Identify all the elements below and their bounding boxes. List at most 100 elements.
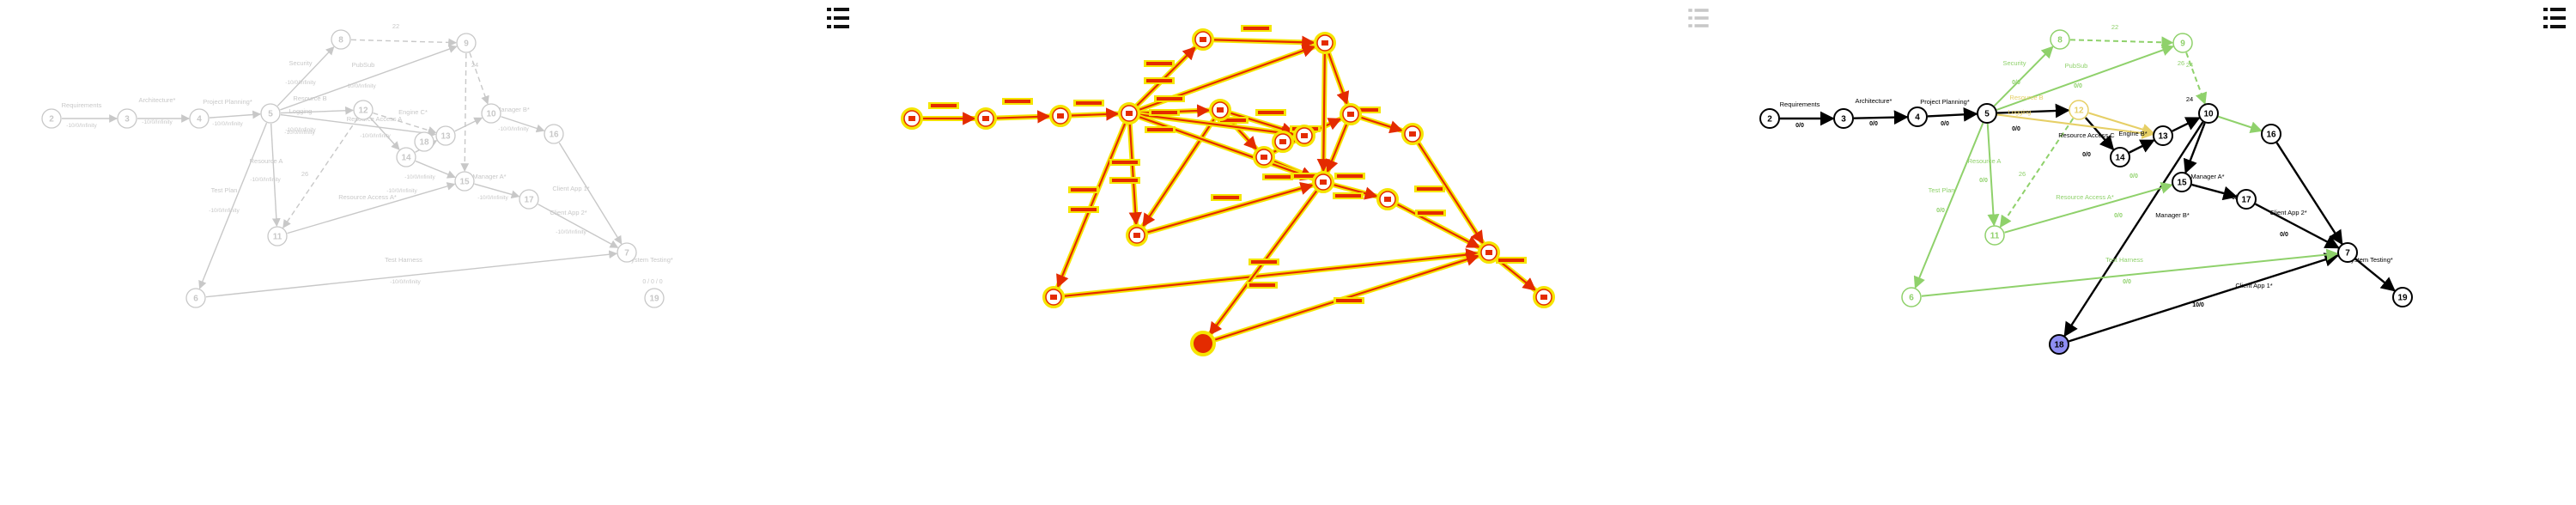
activity-node[interactable]: 7	[2337, 242, 2358, 263]
node-label: 4	[197, 115, 202, 125]
activity-node[interactable]	[1401, 123, 1424, 145]
panel-footer: 0 / 0 / 0	[642, 279, 662, 285]
activity-node[interactable]: 8	[331, 29, 351, 50]
list-menu-icon[interactable]	[2543, 8, 2566, 28]
duration-label: -10/0/Infinity	[390, 279, 421, 285]
node-label: 11	[1990, 232, 2000, 241]
activity-node[interactable]: 6	[1901, 287, 1922, 307]
activity-node[interactable]	[1314, 32, 1336, 54]
node-label	[1261, 155, 1267, 160]
activity-node[interactable]	[1312, 171, 1334, 193]
dependency-edge	[2084, 117, 2115, 151]
activity-node[interactable]: 18	[2049, 334, 2069, 355]
activity-node[interactable]	[1478, 241, 1500, 264]
activity-node[interactable]: 9	[2172, 33, 2193, 53]
activity-node[interactable]: 16	[544, 124, 564, 144]
activity-node[interactable]: 5	[260, 103, 281, 124]
activity-node[interactable]: 3	[1833, 108, 1854, 129]
activity-node[interactable]: 13	[435, 125, 456, 146]
activity-node[interactable]: 11	[1984, 225, 2005, 246]
node-label: 9	[464, 40, 469, 49]
activity-node[interactable]	[1192, 28, 1214, 51]
activity-node[interactable]	[1049, 105, 1072, 127]
activity-node[interactable]: 3	[117, 108, 137, 129]
node-circle	[481, 103, 501, 124]
node-circle	[2392, 287, 2413, 307]
activity-node[interactable]: 11	[267, 226, 288, 246]
activity-node[interactable]: 14	[396, 147, 416, 167]
activity-node[interactable]: 9	[456, 33, 477, 53]
activity-node[interactable]: 19	[644, 288, 665, 308]
activity-node[interactable]: 17	[519, 189, 539, 210]
duration-label: 0/0	[2232, 195, 2240, 201]
activity-node[interactable]: 2	[1759, 108, 1780, 129]
activity-node[interactable]: 17	[2236, 189, 2257, 210]
edge-label: Client App 1*	[2235, 282, 2272, 289]
list-menu-icon[interactable]	[1688, 9, 1709, 27]
activity-node[interactable]	[1272, 131, 1294, 153]
node-label: 13	[440, 132, 451, 142]
activity-node[interactable]: 15	[2172, 172, 2192, 192]
activity-node[interactable]: 10	[2198, 103, 2219, 124]
node-label: 6	[193, 295, 198, 304]
activity-node[interactable]	[975, 107, 997, 130]
activity-node[interactable]: 19	[2392, 287, 2413, 307]
node-circle	[544, 124, 564, 144]
activity-node[interactable]	[1253, 146, 1275, 168]
dependency-edge	[501, 116, 545, 133]
node-label	[1347, 112, 1354, 117]
edge-label	[1147, 128, 1173, 131]
dependency-edge	[280, 113, 437, 138]
node-circle	[331, 29, 351, 50]
activity-node[interactable]	[1340, 103, 1362, 125]
node-label	[1057, 113, 1064, 119]
node-circle	[2172, 33, 2193, 53]
edge-label: 24	[471, 61, 478, 69]
activity-node[interactable]: 2	[41, 108, 62, 129]
activity-node[interactable]	[1126, 224, 1148, 246]
dependency-edge	[460, 52, 470, 172]
duration-label: -10/0/Infinity	[345, 83, 376, 89]
activity-node[interactable]	[1376, 188, 1399, 210]
activity-node[interactable]	[1533, 286, 1555, 308]
activity-node[interactable]: 13	[2153, 125, 2173, 146]
list-menu-icon[interactable]	[827, 8, 849, 28]
activity-node[interactable]: 16	[2261, 124, 2281, 144]
dependency-edge	[1136, 46, 1196, 106]
node-label: 7	[624, 249, 629, 259]
activity-node[interactable]: 12	[353, 100, 374, 120]
activity-node[interactable]: 14	[2110, 147, 2130, 167]
activity-node[interactable]: 5	[1977, 103, 1997, 124]
node-label: 16	[549, 131, 559, 140]
node-label	[1050, 295, 1057, 300]
activity-node[interactable]: 4	[1907, 106, 1928, 127]
edge-label	[931, 104, 957, 107]
node-circle	[1759, 108, 1780, 129]
dependency-edge	[1418, 143, 1484, 245]
edge-label: Engine B*	[2118, 130, 2147, 137]
edge-label	[1337, 174, 1363, 178]
activity-node[interactable]: 4	[189, 108, 210, 129]
activity-node[interactable]	[1293, 125, 1315, 147]
node-label	[1409, 131, 1416, 137]
duration-label: -10/0/Infinity	[498, 126, 529, 132]
activity-node[interactable]	[1118, 102, 1140, 125]
edge-label	[1258, 111, 1284, 114]
activity-node[interactable]	[1042, 286, 1065, 308]
activity-node[interactable]: 8	[2050, 29, 2070, 50]
dependency-edge	[2185, 52, 2208, 106]
activity-node[interactable]: 18	[414, 131, 434, 152]
node-circle	[2236, 189, 2257, 210]
activity-node[interactable]: 15	[454, 171, 475, 192]
node-label: 15	[459, 178, 470, 187]
edge-label: Resource B	[293, 94, 326, 102]
activity-node[interactable]: 12	[2069, 100, 2089, 120]
dependency-edge	[280, 45, 458, 111]
activity-node[interactable]	[1190, 331, 1216, 356]
activity-node[interactable]	[901, 107, 923, 130]
activity-node[interactable]: 6	[185, 288, 206, 308]
edge-label	[1005, 100, 1030, 103]
activity-node[interactable]	[1209, 99, 1231, 121]
activity-node[interactable]: 10	[481, 103, 501, 124]
activity-node[interactable]: 7	[617, 242, 637, 263]
